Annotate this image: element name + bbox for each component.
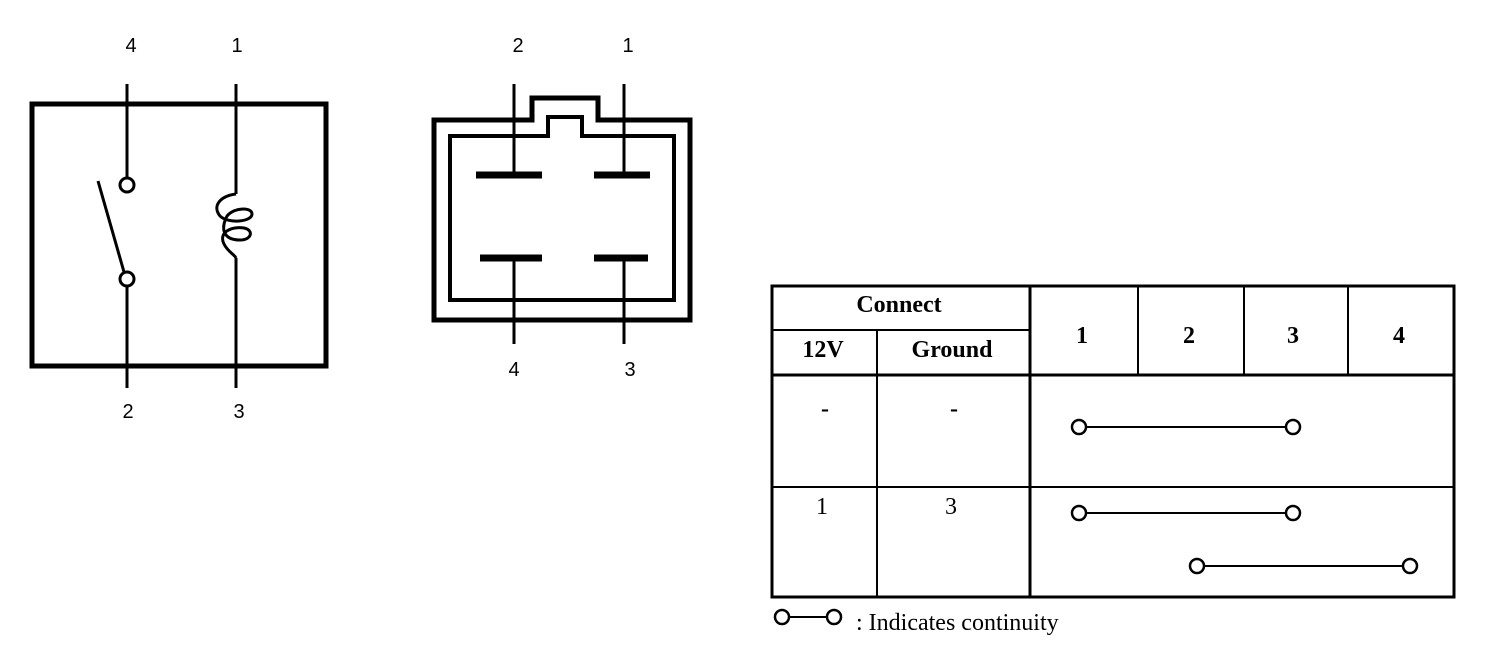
col-ground-header: Ground: [912, 337, 994, 363]
connector-label-top-left: 2: [512, 35, 523, 57]
table-border: [770, 284, 1456, 599]
switch-contact-lower: [118, 270, 136, 288]
relay-housing: [29, 101, 329, 369]
row1-ground: -: [950, 396, 958, 422]
row2-12v: 1: [816, 494, 828, 520]
relay-schematic: 4 1 2 3: [29, 35, 329, 423]
continuity-symbol-icon: [773, 608, 843, 626]
continuity-legend: : Indicates continuity: [773, 608, 1059, 636]
connector-label-top-right: 1: [622, 35, 633, 57]
terminal-header-4: 4: [1393, 323, 1405, 349]
connector-label-bottom-right: 3: [624, 359, 635, 381]
schematic-label-top-right: 1: [231, 35, 242, 57]
terminal-header-2: 2: [1183, 323, 1195, 349]
row2-continuity-1-3: [1070, 504, 1302, 522]
switch-contact-upper: [118, 176, 136, 194]
connect-header: Connect: [856, 292, 941, 318]
schematic-label-top-left: 4: [125, 35, 136, 57]
legend-text: : Indicates continuity: [856, 610, 1059, 636]
terminal-header-1: 1: [1076, 323, 1088, 349]
connector-label-bottom-left: 4: [508, 359, 519, 381]
row1-continuity-1-3: [1070, 418, 1302, 436]
terminal-header-3: 3: [1287, 323, 1299, 349]
switch-arm: [96, 180, 126, 273]
connector-inner-shell: [448, 115, 676, 302]
row2-continuity-2-4: [1188, 557, 1419, 575]
row1-12v: -: [821, 396, 829, 422]
col-12v-header: 12V: [802, 337, 844, 363]
continuity-table: Connect 12V Ground 1 2 3 4 - - 1 3: [770, 284, 1456, 599]
schematic-label-bottom-right: 3: [233, 401, 244, 423]
row2-ground: 3: [945, 494, 957, 520]
connector-face: 2 1 4 3: [431, 35, 693, 381]
connector-outer-shell: [431, 95, 693, 323]
coil-icon: [215, 192, 254, 259]
schematic-label-bottom-left: 2: [122, 401, 133, 423]
